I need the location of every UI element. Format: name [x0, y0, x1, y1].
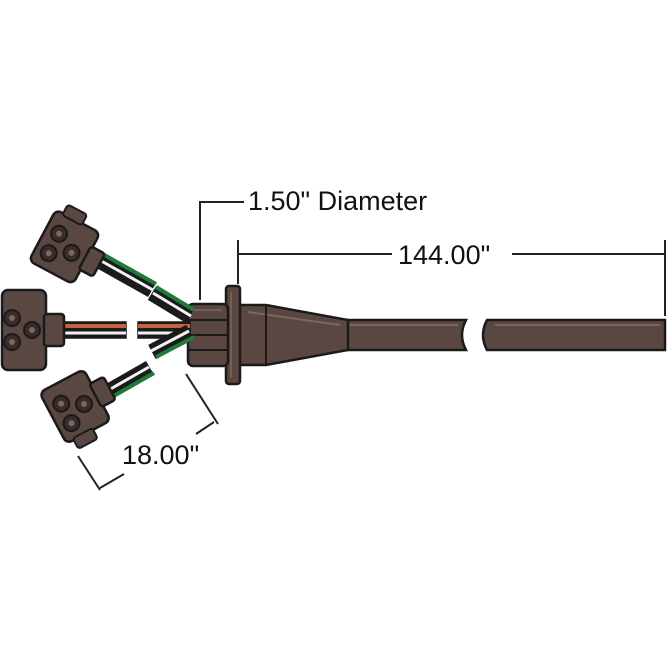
main-cable-segment-left [328, 318, 469, 352]
cable-boot [234, 303, 350, 367]
length-label: 144.00" [398, 240, 490, 270]
breakout-dimension: 18.00" [77, 373, 219, 491]
breakout-label: 18.00" [122, 440, 199, 470]
diameter-dimension: 1.50" Diameter [199, 186, 427, 300]
wires-top [91, 250, 196, 323]
diameter-label: 1.50" Diameter [248, 186, 427, 216]
grommet [186, 302, 230, 368]
main-cable-segment-right [481, 318, 667, 352]
length-dimension: 144.00" [237, 240, 666, 316]
wires-bottom [104, 324, 195, 399]
main-cable [328, 318, 667, 352]
connector-middle [0, 288, 66, 372]
connector-top [29, 204, 106, 284]
connector-bottom [40, 369, 116, 449]
